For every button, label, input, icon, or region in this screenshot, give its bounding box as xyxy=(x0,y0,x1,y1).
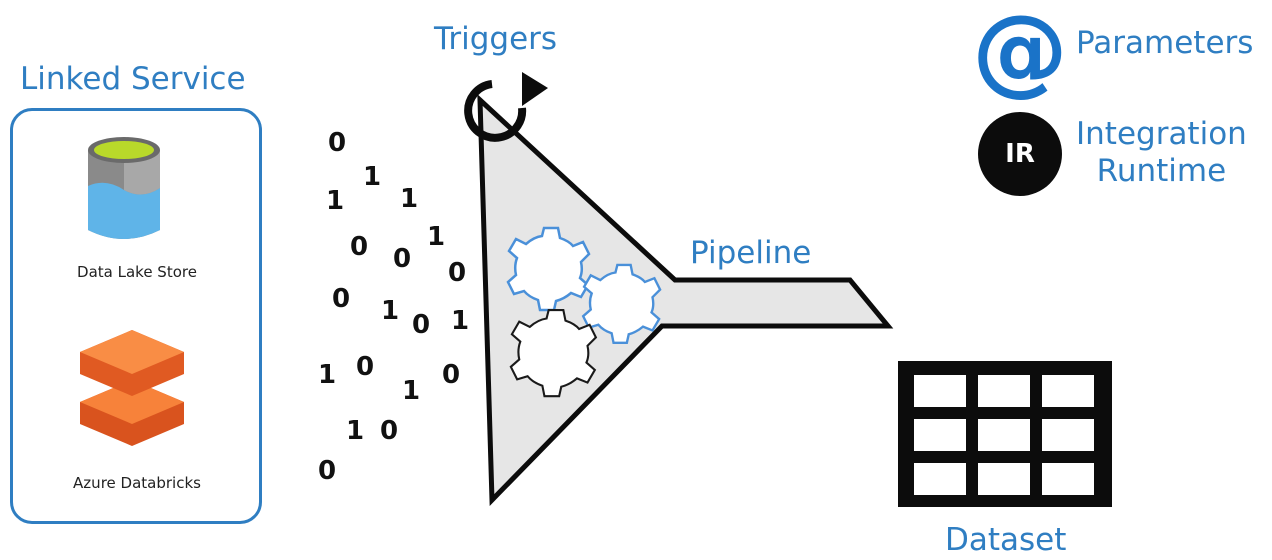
binary-digit: 1 xyxy=(402,376,421,406)
triggers-label: Triggers xyxy=(434,21,558,57)
integration-runtime-badge: IR xyxy=(978,112,1062,196)
binary-digit: 1 xyxy=(363,162,382,192)
data-lake-store-label: Data Lake Store xyxy=(77,263,197,281)
integration-runtime-label: Integration Runtime xyxy=(1076,116,1247,190)
binary-digit: 0 xyxy=(328,128,347,158)
linked-service-panel xyxy=(10,108,262,524)
binary-digit: 0 xyxy=(350,232,369,262)
at-sign-icon: @ xyxy=(972,0,1068,106)
azure-databricks-label: Azure Databricks xyxy=(73,474,201,492)
binary-digit: 1 xyxy=(427,222,446,252)
pipeline-funnel xyxy=(477,94,894,506)
binary-digit: 1 xyxy=(326,186,345,216)
pipeline-label: Pipeline xyxy=(690,235,812,271)
binary-digit: 0 xyxy=(332,284,351,314)
binary-digit: 1 xyxy=(400,184,419,214)
binary-digit: 1 xyxy=(381,296,400,326)
azure-databricks-icon xyxy=(80,330,184,446)
binary-digit: 0 xyxy=(356,352,375,382)
dataset-label: Dataset xyxy=(945,522,1067,558)
binary-digit: 0 xyxy=(448,258,467,288)
table-grid-icon xyxy=(898,361,1112,507)
integration-runtime-label-line1: Integration xyxy=(1076,116,1247,152)
binary-digit: 0 xyxy=(318,456,337,486)
binary-digit: 0 xyxy=(442,360,461,390)
data-lake-store-icon xyxy=(88,137,160,239)
parameters-label: Parameters xyxy=(1076,25,1254,61)
gears-icon xyxy=(506,226,662,398)
binary-digit: 0 xyxy=(393,244,412,274)
linked-service-title: Linked Service xyxy=(20,61,246,97)
refresh-arrow-icon xyxy=(464,72,548,142)
binary-digit: 1 xyxy=(451,306,470,336)
binary-digit: 0 xyxy=(412,310,431,340)
binary-digit: 1 xyxy=(346,416,365,446)
binary-digit: 0 xyxy=(380,416,399,446)
binary-digit: 1 xyxy=(318,360,337,390)
integration-runtime-label-line2: Runtime xyxy=(1096,153,1227,190)
